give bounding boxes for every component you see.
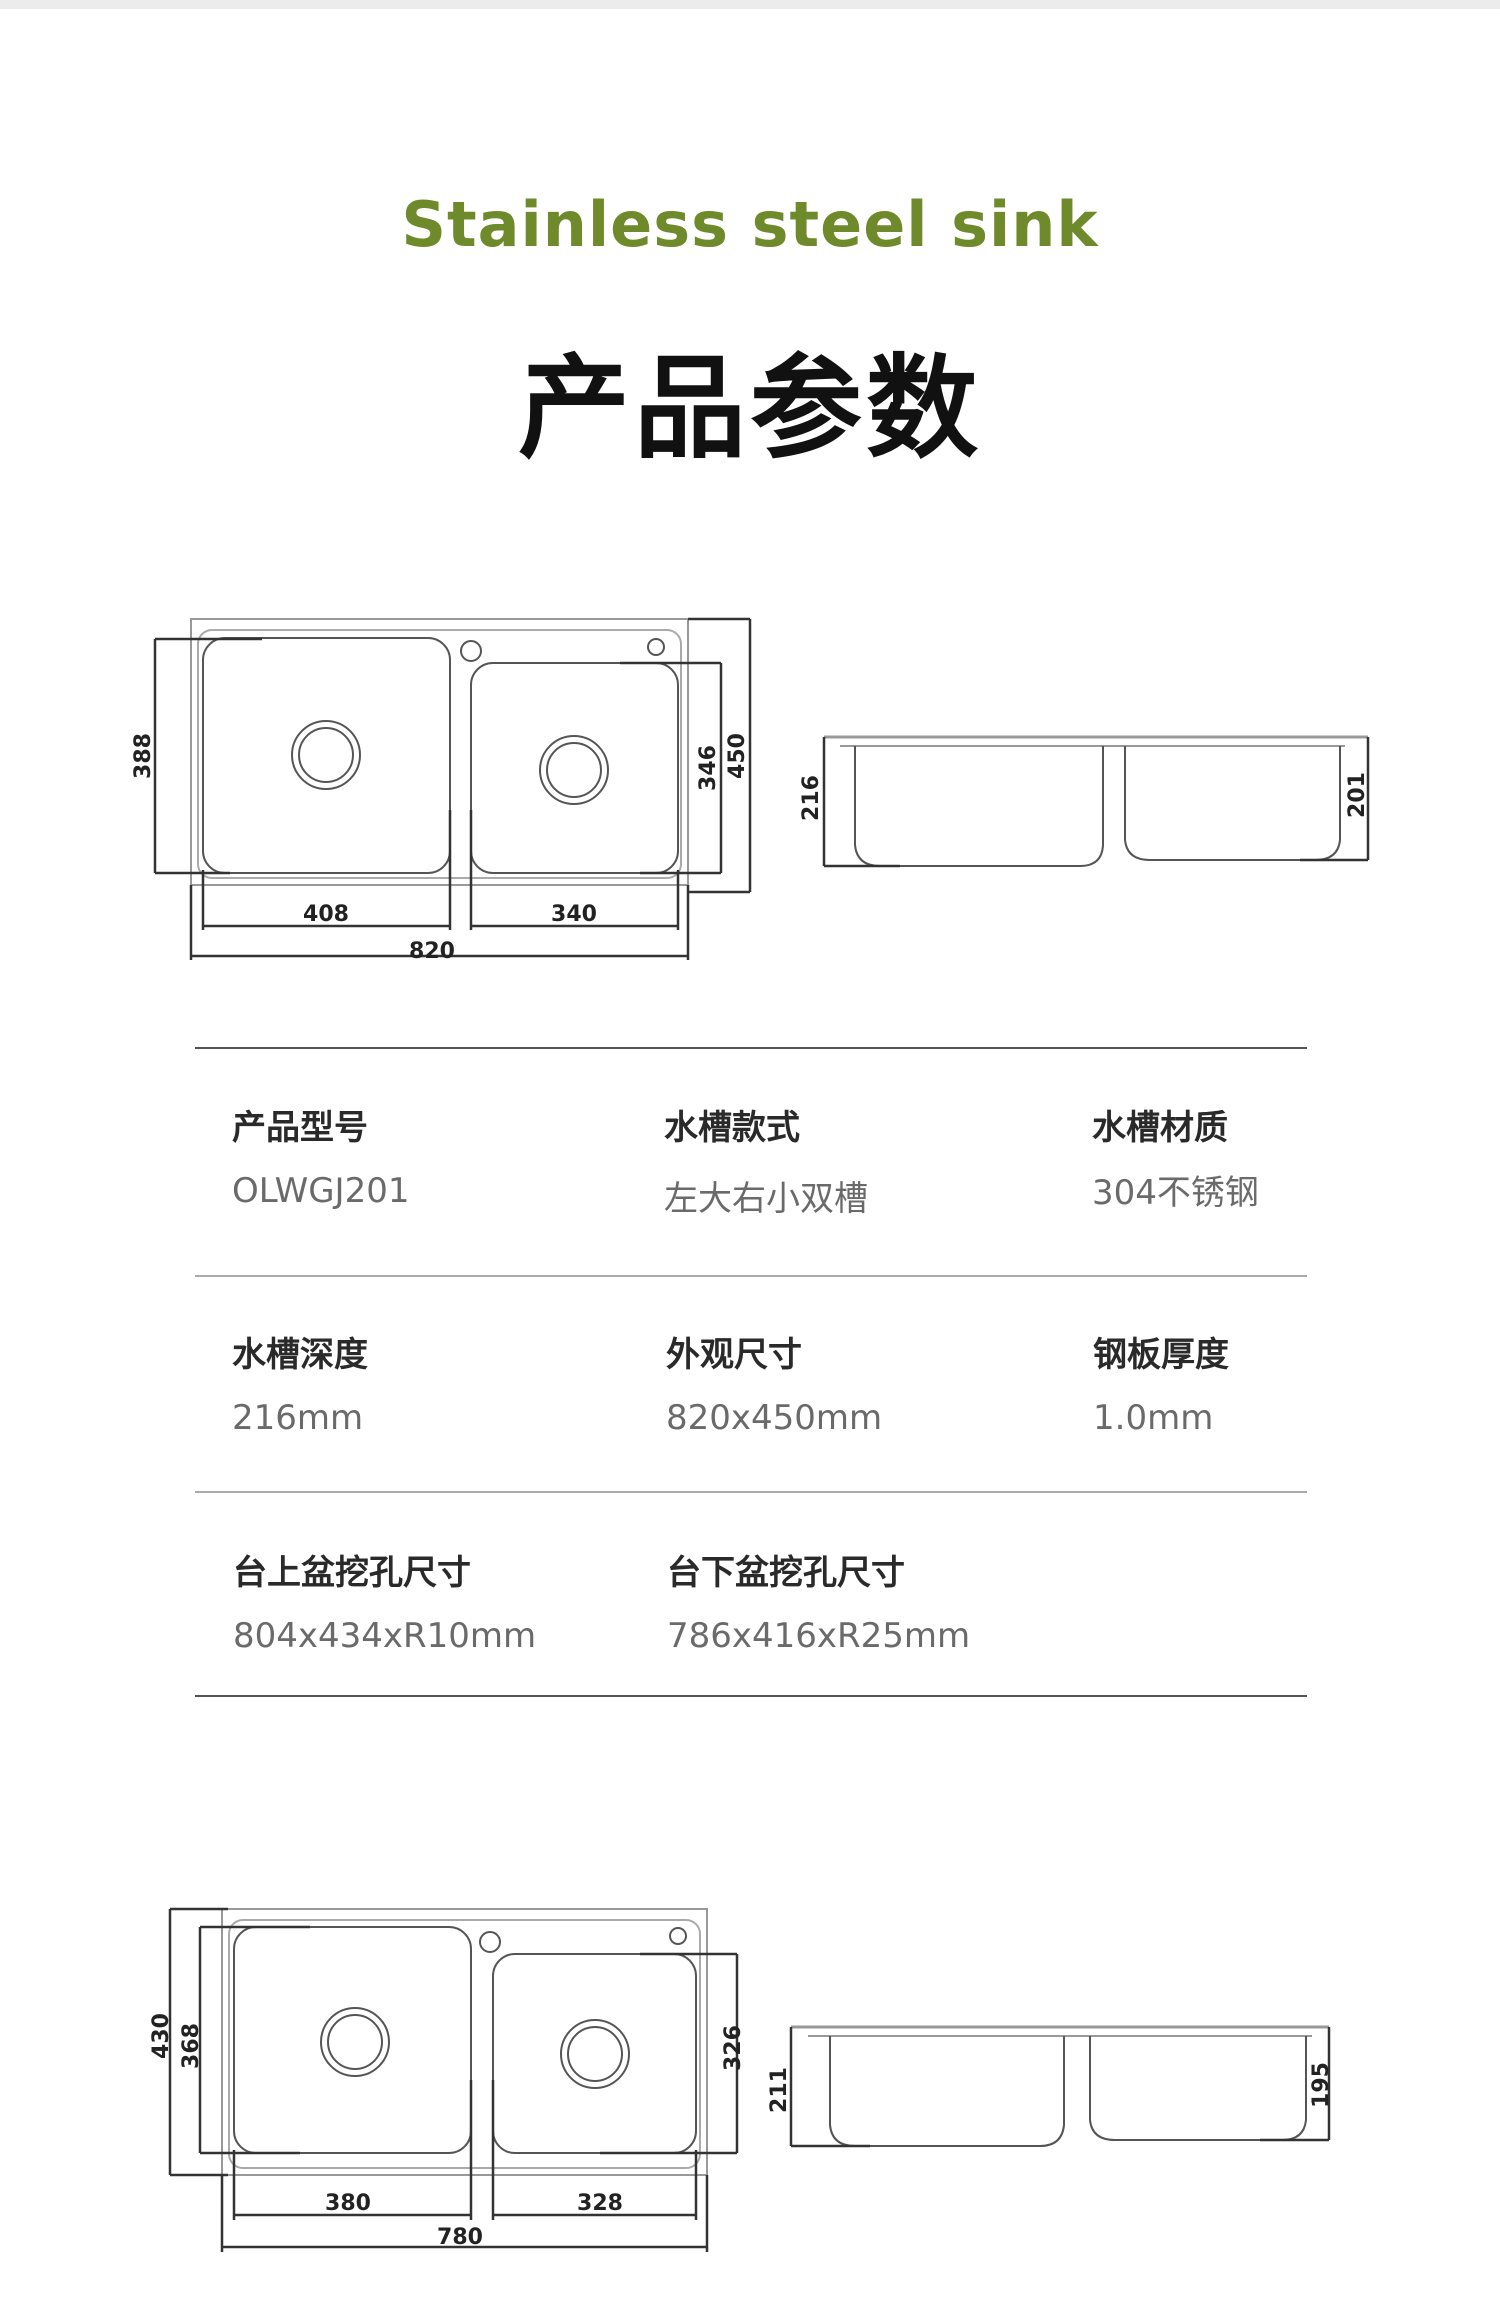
dim-right-bowl-depth: 195 [1309,2062,1334,2108]
spec-material: 水槽材质 304不锈钢 [1092,1100,1259,1214]
dim-left-bowl-width: 380 [325,2191,371,2216]
sink-side-view-2: 211 195 [767,2025,1334,2148]
spec-topmount-cutout: 台上盆挖孔尺寸 804x434xR10mm [233,1545,536,1656]
title-english: Stainless steel sink [401,188,1099,261]
table-rule [195,1491,1307,1493]
spec-thickness: 钢板厚度 1.0mm [1093,1327,1229,1438]
spec-label: 水槽材质 [1092,1108,1228,1148]
drain-icon [539,735,609,805]
sink-top-view-2: 430 368 326 380 328 780 [149,1907,746,2252]
overflow-hole-icon [669,1927,687,1945]
spec-label: 水槽深度 [232,1335,368,1375]
dim-right-bowl-width: 340 [551,902,597,927]
spec-value: 1.0mm [1093,1398,1214,1438]
dim-left-bowl-depth: 211 [767,2067,792,2113]
sink-drawing-2: 430 368 326 380 328 780 211 195 [149,1907,1334,2252]
spec-value: 804x434xR10mm [233,1616,537,1656]
table-rule-top [195,1047,1307,1049]
title-chinese: 产品参数 [518,344,982,474]
dim-overall-depth: 450 [725,733,750,779]
spec-label: 台下盆挖孔尺寸 [667,1553,905,1593]
spec-value: 左大右小双槽 [664,1179,868,1219]
spec-label: 台上盆挖孔尺寸 [233,1553,471,1593]
spec-value: 304不锈钢 [1092,1173,1259,1213]
spec-style: 水槽款式左大右小双槽 [664,1100,868,1220]
dim-left-bowl-length: 368 [179,2023,204,2069]
drain-icon [320,2007,390,2077]
top-bar [0,0,1500,9]
dim-overall-width: 820 [409,939,455,964]
spec-label: 产品型号 [232,1108,368,1148]
sink-top-view-1: 388 346 450 408 340 820 [131,617,752,964]
table-rule-bottom [195,1695,1307,1697]
spec-dimensions: 外观尺寸 820x450mm [666,1327,882,1438]
dim-right-bowl-width: 328 [577,2191,623,2216]
overflow-hole-icon [647,638,665,656]
spec-label: 水槽款式 [664,1108,800,1148]
spec-label: 外观尺寸 [666,1335,802,1375]
dim-overall-depth: 430 [149,2013,174,2059]
faucet-hole-icon [479,1931,501,1953]
dim-left-bowl-width: 408 [303,902,349,927]
spec-label: 钢板厚度 [1093,1335,1229,1375]
spec-value: 820x450mm [666,1398,883,1438]
table-rule [195,1275,1307,1277]
dim-right-bowl-depth: 201 [1345,772,1370,818]
spec-value: 786x416xR25mm [667,1616,971,1656]
drain-icon [291,720,361,790]
spec-undermount-cutout: 台下盆挖孔尺寸 786x416xR25mm [667,1545,970,1656]
drain-icon [560,2019,630,2089]
dim-left-bowl-depth: 216 [799,775,824,821]
faucet-hole-icon [460,640,482,662]
dim-right-bowl-length: 326 [721,2025,746,2071]
dim-left-bowl-length: 388 [131,733,156,779]
dim-overall-width: 780 [437,2225,483,2250]
spec-value: 216mm [232,1398,364,1438]
sink-side-view-1: 216 201 [799,735,1370,868]
sink-drawing-1: 388 346 450 408 340 820 216 201 [131,617,1370,964]
spec-depth: 水槽深度 216mm [232,1327,368,1438]
dim-right-bowl-length: 346 [696,745,721,791]
spec-value: OLWGJ201 [232,1171,410,1211]
spec-model: 产品型号 OLWGJ201 [232,1100,409,1211]
